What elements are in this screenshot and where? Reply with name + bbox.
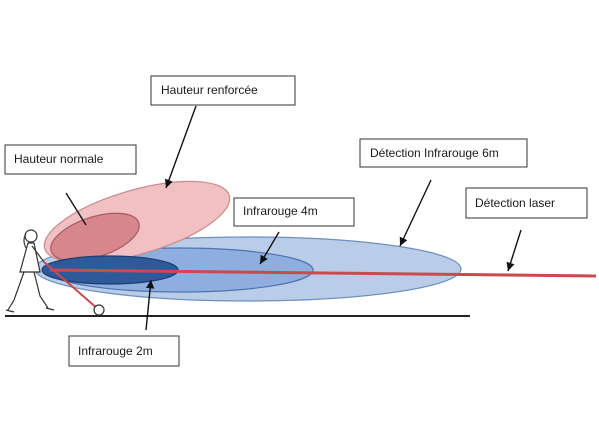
label-infrarouge-2m: Infrarouge 2m [78,344,153,358]
arrow-infrarouge-2m [145,279,155,331]
label-box-infrarouge-4m [233,197,355,227]
label-box-infrarouge-2m [68,335,180,367]
arrow-infrarouge-4m [259,231,280,265]
arrow-hauteur-normale [65,192,87,226]
cane-tip [93,304,105,316]
white-cane [43,261,99,310]
laser-beam [49,268,597,278]
arrow-detection-infrarouge-6m [399,179,432,247]
arrow-hauteur-renforcee [164,105,197,189]
label-hauteur-renforcee: Hauteur renforcée [161,83,258,97]
label-box-detection-infrarouge-6m [359,138,528,168]
label-detection-laser: Détection laser [475,196,555,210]
walker-figure [5,229,55,313]
label-box-hauteur-renforcee [150,75,296,106]
label-hauteur-normale: Hauteur normale [14,152,104,166]
arrow-detection-laser [506,229,522,272]
label-box-hauteur-normale [4,144,137,175]
label-box-detection-laser [465,187,588,219]
label-detection-infrarouge-6m: Détection Infrarouge 6m [370,146,499,160]
label-infrarouge-4m: Infrarouge 4m [243,204,318,218]
